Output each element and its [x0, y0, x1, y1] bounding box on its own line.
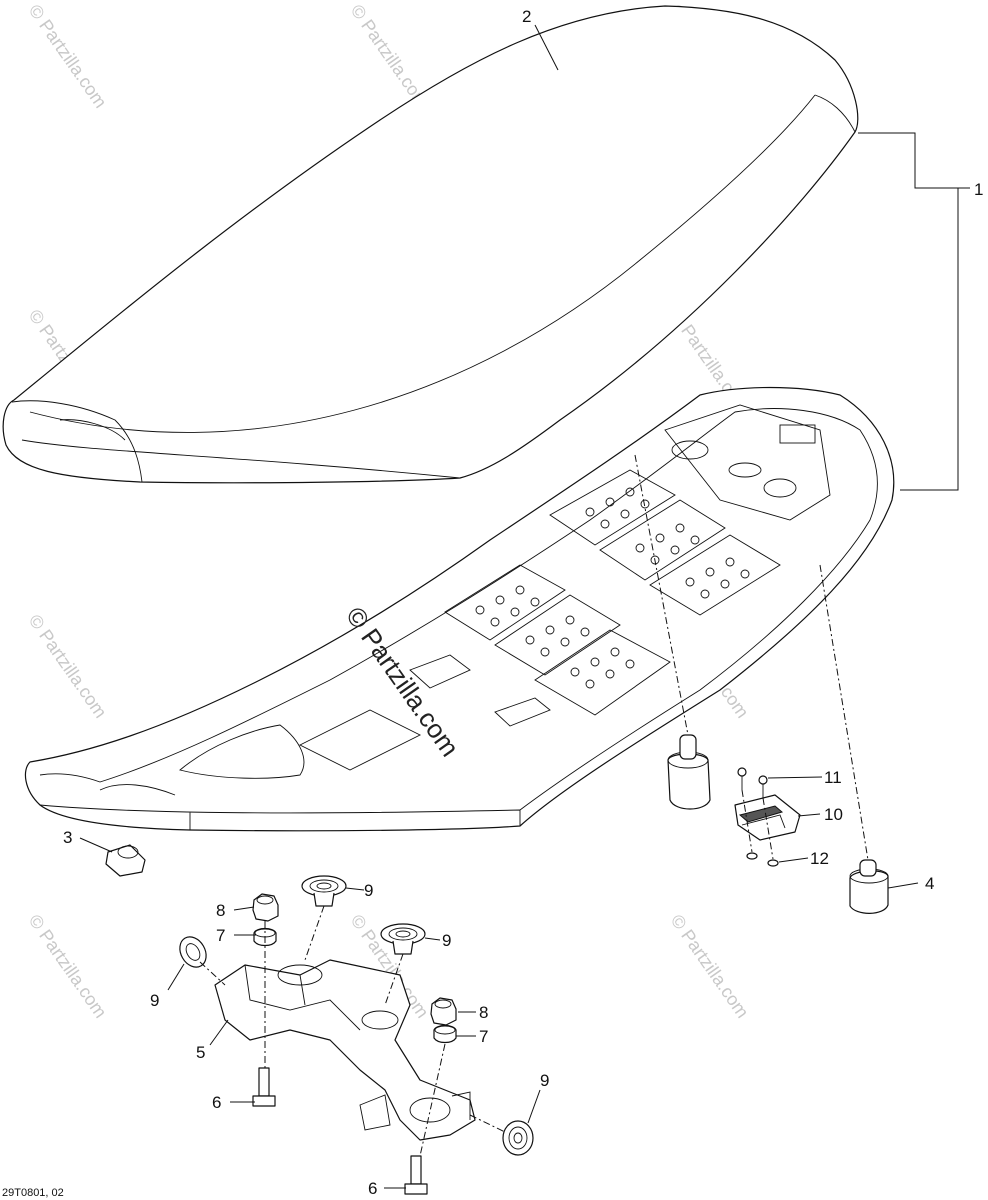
part-nut-8 [430, 997, 457, 1026]
callout-9b: 9 [442, 931, 451, 950]
callout-9a: 9 [364, 881, 373, 900]
callout-labels: 1 2 3 4 5 6 6 7 7 8 8 9 9 9 9 10 11 12 [63, 7, 983, 1198]
watermark: © Partzilla.com [667, 911, 753, 1022]
leader-lines [79, 24, 970, 1189]
part-washer-12 [746, 852, 779, 867]
callout-7b: 7 [479, 1027, 488, 1046]
part-latch-10 [734, 794, 801, 841]
part-seat-base [24, 386, 895, 832]
callout-10: 10 [824, 805, 843, 824]
part-bumper-4 [849, 859, 889, 914]
part-spacer-7 [433, 1024, 457, 1044]
drawing-code: 29T0801, 02 [2, 1187, 64, 1199]
callout-7a: 7 [216, 926, 225, 945]
part-nut-8 [252, 893, 279, 922]
callout-11: 11 [824, 768, 842, 787]
callout-2: 2 [522, 7, 531, 26]
part-bolt-6 [252, 1067, 276, 1107]
part-seat-cover [2, 5, 859, 484]
callout-8b: 8 [479, 1003, 488, 1022]
callout-12: 12 [810, 849, 829, 868]
callout-3: 3 [63, 828, 72, 847]
callout-8a: 8 [216, 901, 225, 920]
part-screw-11 [737, 767, 768, 798]
part-grommet-9 [179, 936, 207, 968]
callout-6b: 6 [368, 1179, 377, 1198]
part-grommet-9 [502, 1120, 534, 1156]
callout-4: 4 [925, 874, 934, 893]
part-seat-bracket [214, 959, 476, 1141]
watermark: © Partzilla.com [25, 1, 111, 112]
callout-9c: 9 [150, 991, 159, 1010]
part-bumper-large [667, 734, 711, 810]
callout-1: 1 [974, 180, 983, 199]
part-bumper-3 [105, 844, 146, 877]
part-bolt-6 [404, 1155, 428, 1195]
callout-9d: 9 [540, 1071, 549, 1090]
callout-5: 5 [196, 1043, 205, 1062]
assembly-lines [199, 454, 869, 1157]
watermark: © Partzilla.com [25, 611, 111, 722]
part-grommet-9 [380, 923, 426, 955]
callout-6a: 6 [212, 1093, 221, 1112]
watermark: © Partzilla.com [25, 911, 111, 1022]
part-grommet-9 [301, 875, 347, 907]
